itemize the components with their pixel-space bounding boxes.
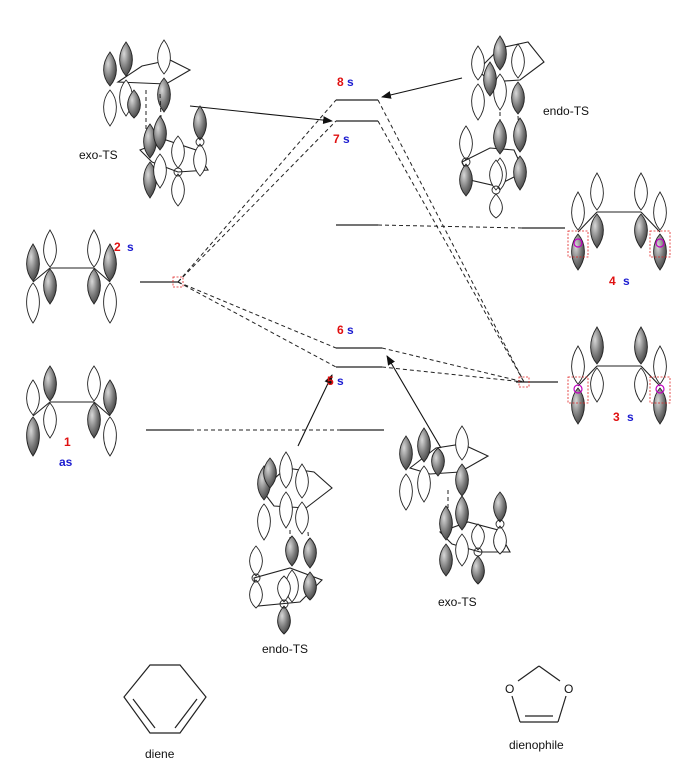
mo4-number: 4 — [609, 274, 616, 288]
mo1-number: 1 — [64, 435, 71, 449]
mo3-orbital-picture — [567, 326, 671, 425]
diene-structure — [123, 664, 207, 734]
exo-ts-bottom-label: exo-TS — [438, 595, 477, 609]
arrow-endo-ts-to-mo5 — [297, 374, 333, 447]
dienophile-o-right: O — [564, 682, 573, 696]
arrow-exo-ts-to-mo6 — [386, 355, 442, 449]
mo8-symmetry: s — [347, 75, 354, 89]
mo3-number: 3 — [613, 410, 620, 424]
arrows — [189, 77, 463, 449]
endo-ts-top-label: endo-TS — [543, 104, 589, 118]
energy-levels — [140, 99, 565, 431]
dienophile-structure — [511, 665, 567, 723]
correlation-lines — [177, 99, 525, 431]
mo7-number: 7 — [333, 132, 340, 146]
endo-ts-bottom-picture — [249, 451, 333, 635]
mo5-number: 5 — [327, 374, 334, 388]
diene-label: diene — [145, 747, 175, 761]
mo3-symmetry: s — [627, 410, 634, 424]
mo4-orbital-picture — [567, 172, 671, 271]
exo-ts-bottom-picture — [399, 425, 511, 585]
arrow-endo-ts-to-mo8 — [381, 77, 463, 99]
mo2-orbital-picture — [26, 229, 117, 324]
mo6-symmetry: s — [347, 323, 354, 337]
mo7-symmetry: s — [343, 132, 350, 146]
mo2-number: 2 — [114, 240, 121, 254]
crossing-markers — [172, 276, 530, 388]
mo8-number: 8 — [337, 75, 344, 89]
mo1-symmetry: as — [59, 455, 73, 469]
mo5-symmetry: s — [337, 374, 344, 388]
dienophile-label: dienophile — [509, 738, 564, 752]
exo-ts-top-picture — [103, 39, 209, 207]
arrow-exo-ts-to-mo7 — [189, 105, 333, 125]
exo-ts-top-label: exo-TS — [79, 148, 118, 162]
mo1-orbital-picture — [26, 365, 117, 457]
mo6-number: 6 — [337, 323, 344, 337]
endo-ts-top-picture — [459, 35, 545, 219]
mo4-symmetry: s — [623, 274, 630, 288]
mo2-symmetry: s — [127, 240, 134, 254]
endo-ts-bottom-label: endo-TS — [262, 642, 308, 656]
dienophile-o-left: O — [505, 682, 514, 696]
